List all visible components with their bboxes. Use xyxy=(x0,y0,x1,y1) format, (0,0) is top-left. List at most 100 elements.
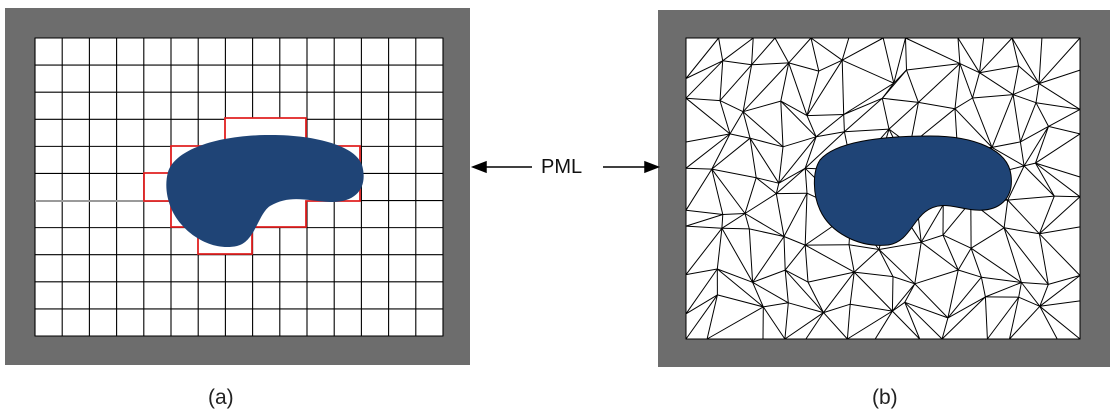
mesh-edge xyxy=(685,268,718,276)
mesh-edge xyxy=(823,271,855,313)
mesh-edge xyxy=(986,296,1020,340)
mesh-edge xyxy=(762,306,786,340)
mesh-edge xyxy=(1035,162,1081,178)
mesh-edge xyxy=(719,100,731,135)
mesh-edge xyxy=(806,59,843,116)
mesh-edge xyxy=(1007,195,1055,201)
mesh-edge xyxy=(1039,275,1081,307)
mesh-edge xyxy=(1023,162,1036,167)
mesh-edge xyxy=(1039,284,1049,307)
pml-arrows xyxy=(470,160,661,174)
mesh-edge xyxy=(991,141,1021,148)
mesh-edge xyxy=(685,294,718,340)
mesh-edge xyxy=(719,64,752,101)
mesh-edge xyxy=(959,63,980,74)
mesh-edge xyxy=(685,97,721,102)
mesh-edge xyxy=(815,114,845,138)
mesh-edge xyxy=(984,296,988,340)
mesh-edge xyxy=(905,37,907,71)
mesh-edge xyxy=(947,269,959,319)
mesh-edge xyxy=(878,249,916,285)
mesh-edge xyxy=(749,138,757,178)
mesh-edge xyxy=(729,111,744,135)
mesh-edge xyxy=(892,283,916,312)
mesh-edge xyxy=(780,100,808,117)
mesh-edge xyxy=(843,82,895,115)
mesh-edge xyxy=(921,234,944,243)
mesh-edge xyxy=(788,62,819,72)
mesh-edge xyxy=(804,193,808,246)
mesh-edge xyxy=(1039,226,1081,235)
mesh-edge xyxy=(751,37,754,65)
mesh-edge xyxy=(905,37,961,65)
mesh-edge xyxy=(721,227,750,230)
mesh-edge xyxy=(1039,196,1081,235)
mesh-edge xyxy=(904,301,943,340)
mesh-edge xyxy=(1035,83,1040,103)
mesh-edge xyxy=(1019,141,1025,166)
mesh-edge xyxy=(775,183,780,194)
mesh-edge xyxy=(1039,233,1081,276)
mesh-edge xyxy=(970,227,1005,249)
mesh-edge xyxy=(711,133,731,170)
mesh-edge xyxy=(711,137,751,170)
mesh-edge xyxy=(778,146,784,184)
mesh-edge xyxy=(742,62,790,113)
mesh-edge xyxy=(979,37,1013,74)
pml-label: PML xyxy=(541,156,583,178)
mesh-edge xyxy=(751,37,776,66)
mesh-edge xyxy=(721,214,724,229)
mesh-edge xyxy=(957,247,972,271)
mesh-edge xyxy=(854,271,894,278)
mesh-edge xyxy=(853,249,880,273)
mesh-edge xyxy=(729,133,751,139)
mesh-edge xyxy=(891,276,894,312)
mesh-edge xyxy=(954,97,973,110)
mesh-edge xyxy=(841,37,884,61)
mesh-edge xyxy=(717,268,753,283)
scatterer-b xyxy=(813,135,1012,246)
mesh-edge xyxy=(752,281,789,304)
mesh-edge xyxy=(1048,275,1081,285)
mesh-edge xyxy=(853,271,893,312)
mesh-edge xyxy=(874,310,893,340)
mesh-edge xyxy=(979,37,985,73)
mesh-edge xyxy=(1048,108,1081,127)
mesh-edge xyxy=(878,241,922,250)
mesh-edge xyxy=(749,137,784,148)
mesh-edge xyxy=(685,60,724,99)
mesh-edge xyxy=(1048,125,1081,135)
mesh-edge xyxy=(780,62,790,102)
mesh-edge xyxy=(892,276,915,285)
mesh-edge xyxy=(744,193,777,214)
mesh-edge xyxy=(1020,125,1049,143)
mesh-edge xyxy=(706,294,718,340)
mesh-edge xyxy=(1035,102,1049,127)
mesh-edge xyxy=(751,62,789,66)
mesh-edge xyxy=(752,269,786,283)
panel-b xyxy=(658,10,1110,367)
mesh-edge xyxy=(947,296,986,319)
mesh-edge xyxy=(1035,162,1055,197)
arrow-right-head xyxy=(644,160,661,174)
mesh-edge xyxy=(1035,162,1081,198)
mesh-edge xyxy=(1003,200,1009,228)
mesh-edge xyxy=(806,70,820,116)
mesh-edge xyxy=(788,302,824,314)
mesh-edge xyxy=(893,37,906,84)
mesh-edge xyxy=(906,69,919,103)
mesh-edge xyxy=(904,301,949,319)
mesh-edge xyxy=(1054,195,1081,198)
mesh-edge xyxy=(742,111,751,139)
mesh-edge xyxy=(957,37,961,64)
mesh-edge xyxy=(685,97,731,135)
mesh-edge xyxy=(1018,282,1022,298)
mesh-edge xyxy=(882,37,895,84)
mesh-edge xyxy=(904,283,916,303)
mesh-edge xyxy=(979,65,1019,74)
mesh-edge xyxy=(685,268,718,315)
mesh-edge xyxy=(918,63,961,103)
mesh-edge xyxy=(719,60,724,101)
mesh-edge xyxy=(823,303,851,314)
